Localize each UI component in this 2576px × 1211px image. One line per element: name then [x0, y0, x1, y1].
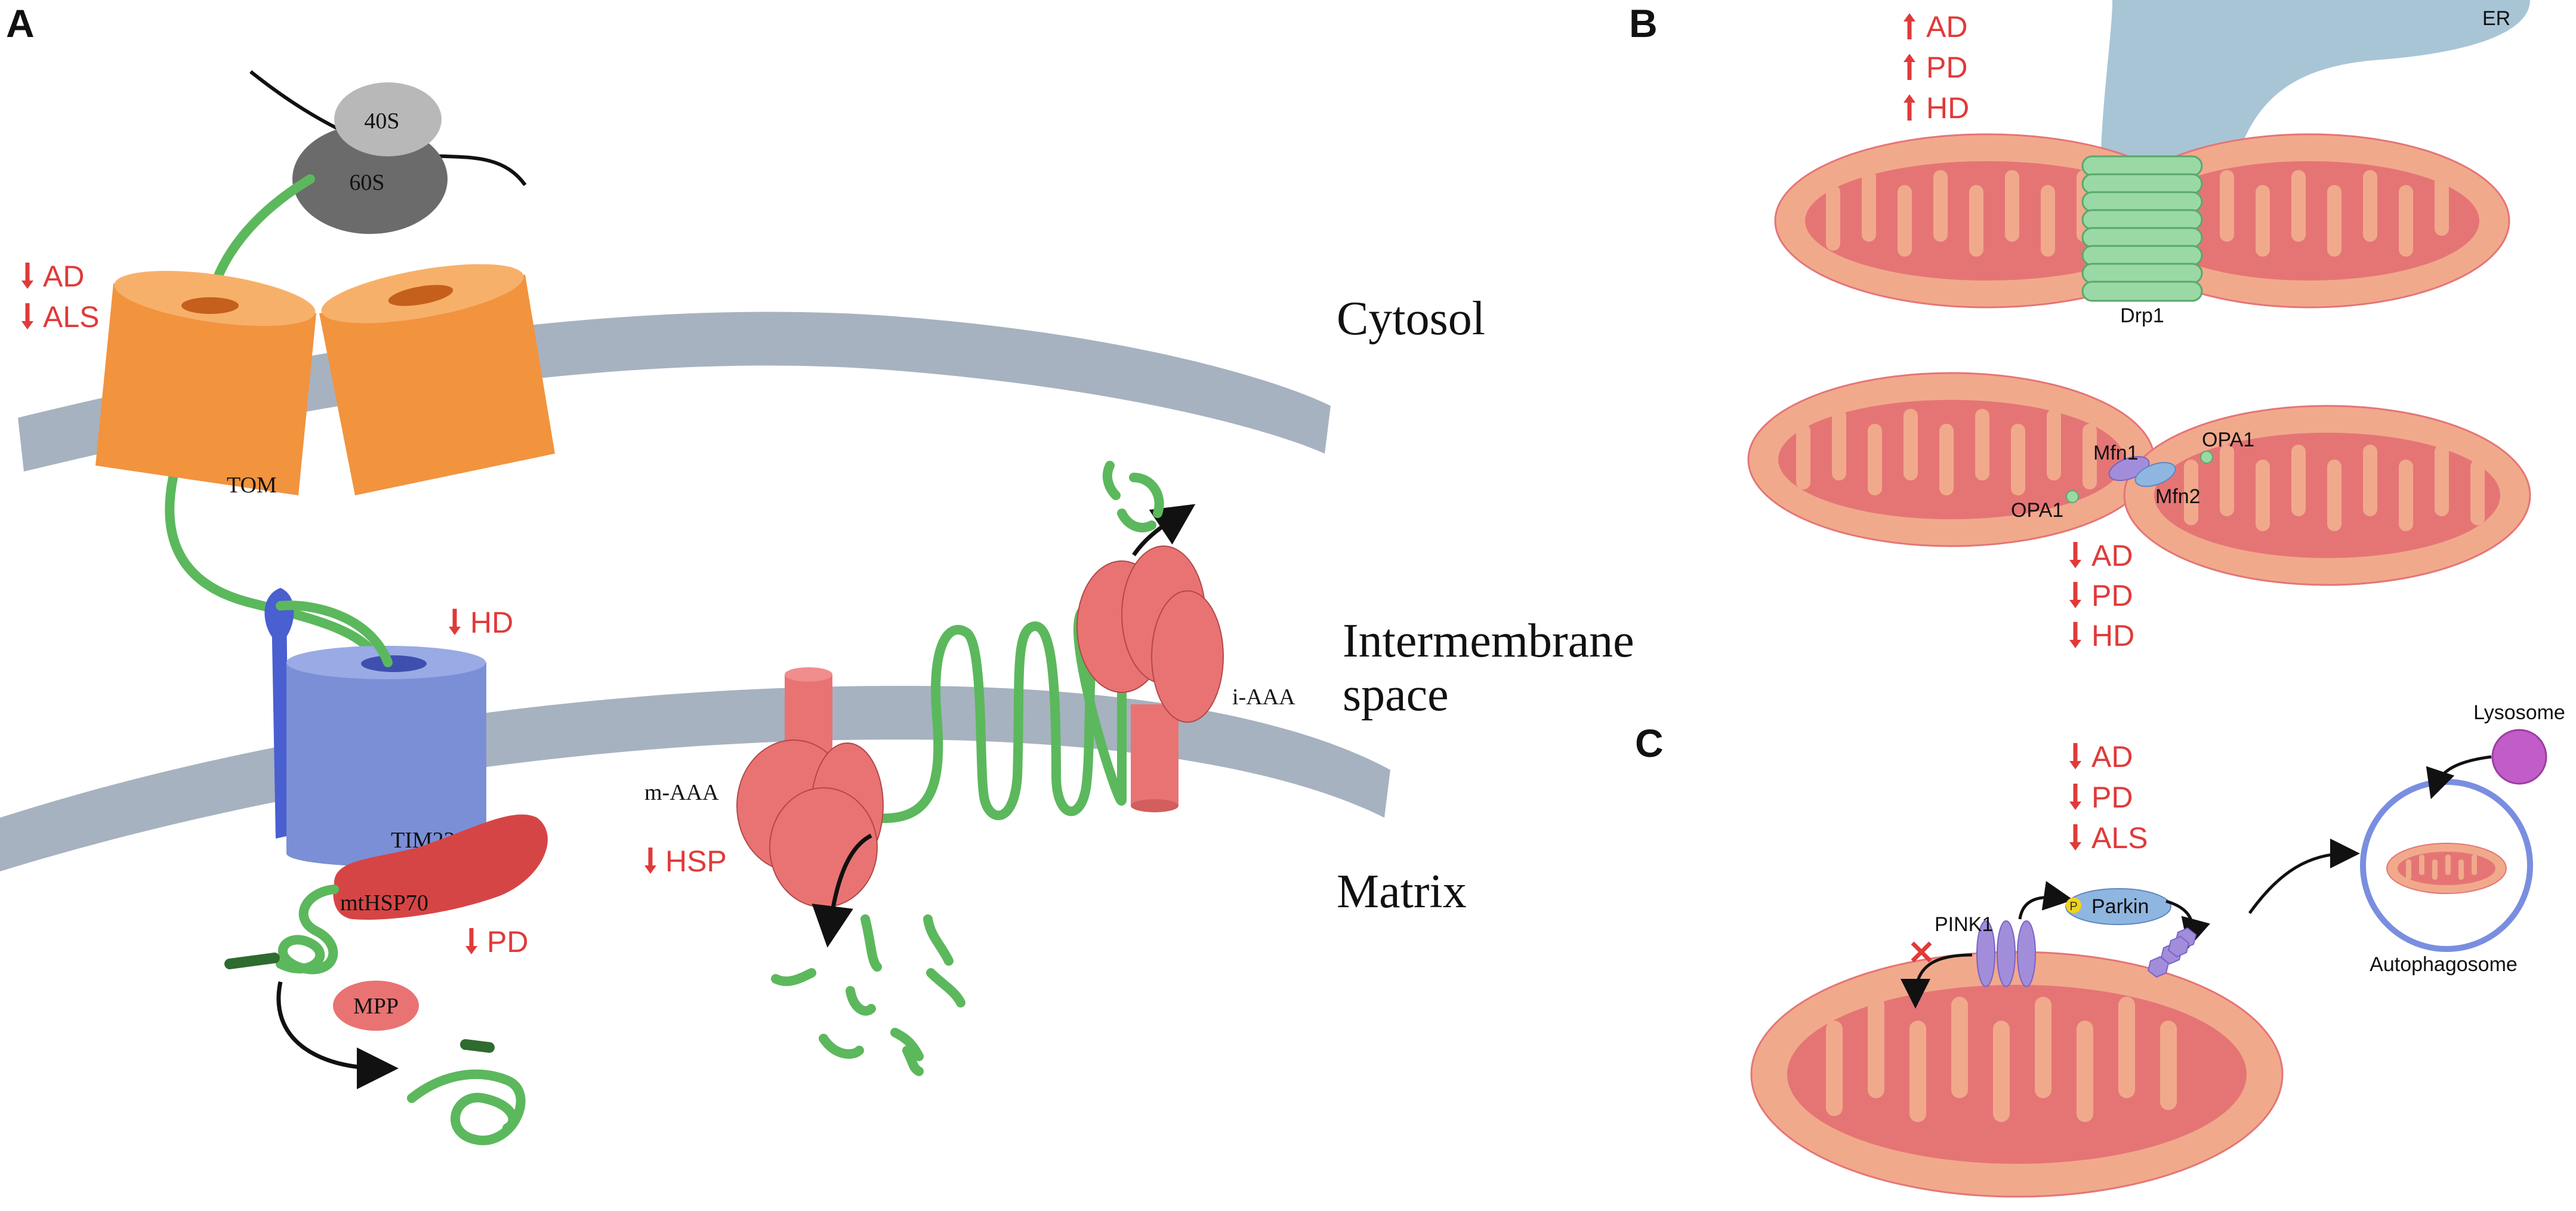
mitochondrion-fusion-left: [1747, 372, 2155, 547]
tim-disease-list: HD: [449, 606, 513, 639]
mfn2-label: Mfn2: [2155, 485, 2201, 508]
fusion-disease-1: PD: [2091, 579, 2133, 612]
cleaved-presequence: [460, 1039, 495, 1053]
tim23-cylinder: [286, 662, 486, 853]
mpp: MPP: [333, 981, 419, 1031]
fusion-disease-2: HD: [2091, 619, 2134, 652]
region-ims-line1: Intermembrane: [1343, 615, 1634, 667]
mthsp70: mtHSP70: [333, 814, 548, 920]
fission-disease-0: AD: [1926, 10, 1967, 44]
m-aaa-label: m-AAA: [644, 780, 719, 805]
mfn1-label: Mfn1: [2093, 442, 2139, 464]
parkin: P Parkin: [2065, 888, 2171, 925]
ribosome-40s: [334, 82, 442, 156]
endoplasmic-reticulum: [2100, 0, 2530, 179]
imported-precursor: [276, 885, 339, 975]
ribosome: 40S 60S: [292, 82, 448, 234]
tom-disease-0: AD: [43, 260, 84, 293]
tom-label: TOM: [227, 473, 277, 498]
pink1: [1976, 920, 2036, 987]
mitochondrion-fusion-right: [2123, 405, 2531, 586]
i-aaa-degradation-arrow: [1132, 504, 1196, 556]
pink1-parkin-arrow: [2018, 881, 2074, 920]
damaged-mitochondrion: [1750, 951, 2284, 1198]
opa1-right-label: OPA1: [2202, 429, 2254, 451]
autophagosome-label: Autophagosome: [2370, 953, 2518, 976]
region-cytosol: Cytosol: [1337, 292, 1485, 345]
ribosome-40s-label: 40S: [364, 109, 399, 134]
opa1-left-label: OPA1: [2011, 499, 2063, 522]
m-aaa-disease-list: HSP: [644, 845, 727, 878]
lysosome: Lysosome: [2473, 701, 2565, 785]
opa1-left: [2066, 490, 2079, 503]
m-aaa-degradation-arrow: [812, 833, 872, 948]
ribosome-60s-label: 60S: [349, 170, 384, 195]
panel-c: C AD PD ALS PINK1: [1635, 701, 2565, 1198]
i-aaa-protease: i-AAA: [1076, 546, 1295, 812]
phospho-icon: [2066, 898, 2081, 913]
tom-barrel-left: [95, 284, 316, 495]
drp1-label: Drp1: [2120, 304, 2164, 327]
tim21-stalk: [272, 609, 289, 839]
m-aaa-disease-0: HSP: [665, 845, 727, 878]
er-label: ER: [2482, 7, 2510, 30]
fusion-disease-list: AD PD HD: [2069, 539, 2134, 652]
mitophagy-disease-1: PD: [2091, 781, 2133, 814]
presequence: [224, 953, 280, 969]
region-ims-line2: space: [1343, 668, 1449, 721]
processing-arrow: [276, 981, 399, 1089]
autophagosome: Autophagosome: [2360, 779, 2533, 976]
tom-barrel-right: [319, 275, 555, 495]
opa1-right: [2200, 451, 2213, 464]
panel-a-letter: A: [6, 1, 35, 45]
inner-membrane: [0, 686, 1390, 871]
mitophagy-disease-2: ALS: [2091, 821, 2148, 855]
fission-disease-2: HD: [1926, 91, 1969, 125]
mthsp70-label: mtHSP70: [340, 890, 428, 916]
i-aaa-label: i-AAA: [1232, 685, 1295, 710]
m-aaa-protease: m-AAA: [644, 667, 884, 908]
lysosome-label: Lysosome: [2473, 701, 2565, 724]
fission-disease-1: PD: [1926, 51, 1967, 84]
panel-c-letter: C: [1635, 721, 1664, 765]
tom-disease-1: ALS: [43, 300, 100, 334]
lysosome-fusion-arrow: [2426, 755, 2492, 799]
tim-disease-0: HD: [470, 606, 513, 639]
mthsp70-disease-0: PD: [487, 925, 528, 959]
tim-head: [264, 588, 294, 645]
fusion-disease-0: AD: [2091, 539, 2133, 572]
tom-complex: TOM: [95, 264, 555, 498]
mthsp70-disease-list: PD: [465, 925, 528, 959]
panel-b-letter: B: [1629, 1, 1658, 45]
peptide-fragments-ims: [1102, 461, 1164, 532]
ubiquitin-chain: [2147, 927, 2197, 978]
fission-disease-list: AD PD HD: [1904, 10, 1969, 125]
mature-protein: [407, 1070, 526, 1145]
mitophagy-disease-0: AD: [2091, 740, 2133, 774]
phospho-label: P: [2069, 900, 2077, 913]
pink1-import-arrow: [1901, 953, 1973, 1009]
region-matrix: Matrix: [1337, 865, 1467, 918]
import-blocked-icon: [1911, 941, 1932, 963]
pink1-label: PINK1: [1935, 913, 1993, 936]
ubiquitin-mitophagy-arrow: [2248, 839, 2360, 914]
drp1-ring: [2081, 155, 2203, 302]
panel-a: A 40S 60S TOM AD ALS: [0, 1, 1634, 1145]
mitophagy-disease-list: AD PD ALS: [2069, 740, 2148, 855]
peptide-fragments-matrix: [771, 914, 965, 1076]
panel-b: B AD PD HD ER: [1629, 0, 2531, 652]
tom-disease-list: AD ALS: [21, 260, 100, 334]
parkin-label: Parkin: [2091, 895, 2149, 918]
mfn2: [2134, 462, 2176, 487]
mpp-label: MPP: [353, 994, 399, 1019]
polypeptide-to-tim: [276, 600, 393, 667]
